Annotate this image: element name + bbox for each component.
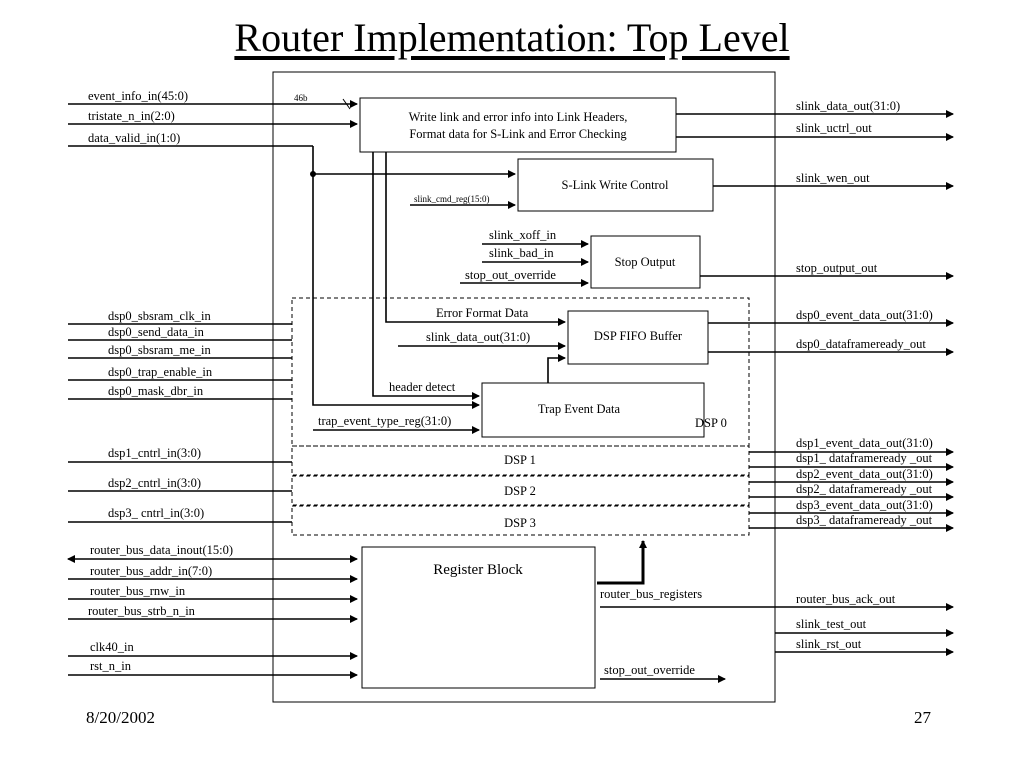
dsp3-dataframeready-out-label: dsp3_ dataframeready _out <box>796 513 933 527</box>
router-bus-addr-in-label: router_bus_addr_in(7:0) <box>90 564 212 578</box>
left-input-wires <box>67 100 358 679</box>
dsp2-region <box>291 475 750 506</box>
trap-event-data-block <box>481 382 705 438</box>
router-bus-data-inout-label: router_bus_data_inout(15:0) <box>90 543 233 557</box>
router-bus-registers-label: router_bus_registers <box>600 587 702 601</box>
write-link-label-1: Write link and error info into Link Head… <box>409 110 628 124</box>
right-output-wires <box>600 110 954 656</box>
dsp1-dataframeready-out-label: dsp1_ dataframeready _out <box>796 451 933 465</box>
slink-write-control-label: S-Link Write Control <box>562 178 669 192</box>
dsp0-sbsram-clk-in-label: dsp0_sbsram_clk_in <box>108 309 212 323</box>
data-valid-in-label: data_valid_in(1:0) <box>88 131 180 145</box>
dsp1-label: DSP 1 <box>504 453 536 467</box>
slink-wen-out-label: slink_wen_out <box>796 171 870 185</box>
dsp2-label: DSP 2 <box>504 484 536 498</box>
footer-date: 8/20/2002 <box>86 708 155 727</box>
slink-xoff-in-label: slink_xoff_in <box>489 228 557 242</box>
router-bus-rnw-in-label: router_bus_rnw_in <box>90 584 186 598</box>
dsp0-region <box>291 297 750 447</box>
dsp3-region <box>291 505 750 536</box>
dsp-fifo-buffer-label: DSP FIFO Buffer <box>594 329 683 343</box>
slink-test-out-label: slink_test_out <box>796 617 867 631</box>
page-title: Router Implementation: Top Level <box>234 15 790 60</box>
dsp0-event-data-out-label: dsp0_event_data_out(31:0) <box>796 308 933 322</box>
dsp2-dataframeready-out-label: dsp2_ dataframeready _out <box>796 482 933 496</box>
internal-wires <box>312 146 726 683</box>
dsp-fifo-buffer-block <box>567 310 709 365</box>
dsp0-trap-enable-in-label: dsp0_trap_enable_in <box>108 365 213 379</box>
rst-n-in-label: rst_n_in <box>90 659 132 673</box>
dsp0-mask-dbr-in-label: dsp0_mask_dbr_in <box>108 384 204 398</box>
slink-bad-in-label: slink_bad_in <box>489 246 554 260</box>
slink-uctrl-out-label: slink_uctrl_out <box>796 121 872 135</box>
dsp2-cntrl-in-label: dsp2_cntrl_in(3:0) <box>108 476 201 490</box>
write-link-label-2: Format data for S-Link and Error Checkin… <box>409 127 627 141</box>
dsp0-label: DSP 0 <box>695 416 727 430</box>
register-bus-wire <box>597 540 647 585</box>
slink-cmd-reg-label: slink_cmd_reg(15:0) <box>414 194 490 204</box>
dsp3-event-data-out-label: dsp3_event_data_out(31:0) <box>796 498 933 512</box>
stop-out-override-out-label: stop_out_override <box>604 663 695 677</box>
stop-output-label: Stop Output <box>615 255 676 269</box>
router-bus-ack-out-label: router_bus_ack_out <box>796 592 896 606</box>
dsp0-sbsram-me-in-label: dsp0_sbsram_me_in <box>108 343 212 357</box>
stop-output-out-label: stop_output_out <box>796 261 878 275</box>
dsp2-event-data-out-label: dsp2_event_data_out(31:0) <box>796 467 933 481</box>
router-boundary <box>272 71 776 703</box>
error-format-data-label: Error Format Data <box>436 306 529 320</box>
register-block-label: Register Block <box>433 562 523 578</box>
slink-rst-out-label: slink_rst_out <box>796 637 862 651</box>
dsp1-event-data-out-label: dsp1_event_data_out(31:0) <box>796 436 933 450</box>
trap-event-type-reg-label: trap_event_type_reg(31:0) <box>318 414 451 428</box>
junction-dot <box>310 171 316 177</box>
dsp1-cntrl-in-label: dsp1_cntrl_in(3:0) <box>108 446 201 460</box>
dsp0-dataframeready-out-label: dsp0_dataframeready_out <box>796 337 926 351</box>
dsp0-send-data-in-label: dsp0_send_data_in <box>108 325 205 339</box>
clk40-in-label: clk40_in <box>90 640 134 654</box>
tristate-n-in-label: tristate_n_in(2:0) <box>88 109 175 123</box>
dsp3-label: DSP 3 <box>504 516 536 530</box>
dsp3-cntrl-in-label: dsp3_ cntrl_in(3:0) <box>108 506 204 520</box>
slink-data-out-internal-label: slink_data_out(31:0) <box>426 330 530 344</box>
router-bus-strb-n-in-label: router_bus_strb_n_in <box>88 604 196 618</box>
write-link-block <box>359 97 677 153</box>
register-block <box>361 546 596 689</box>
slink-write-control-block <box>517 158 714 212</box>
trap-event-data-label: Trap Event Data <box>538 402 621 416</box>
slink-data-out-label: slink_data_out(31:0) <box>796 99 900 113</box>
header-detect-label: header detect <box>389 380 456 394</box>
stop-output-block <box>590 235 701 289</box>
stop-out-override-in-label: stop_out_override <box>465 268 556 282</box>
bus-width-label: 46b <box>294 93 308 103</box>
event-info-in-label: event_info_in(45:0) <box>88 89 188 103</box>
page-number: 27 <box>914 708 931 727</box>
dsp1-region <box>291 445 750 476</box>
